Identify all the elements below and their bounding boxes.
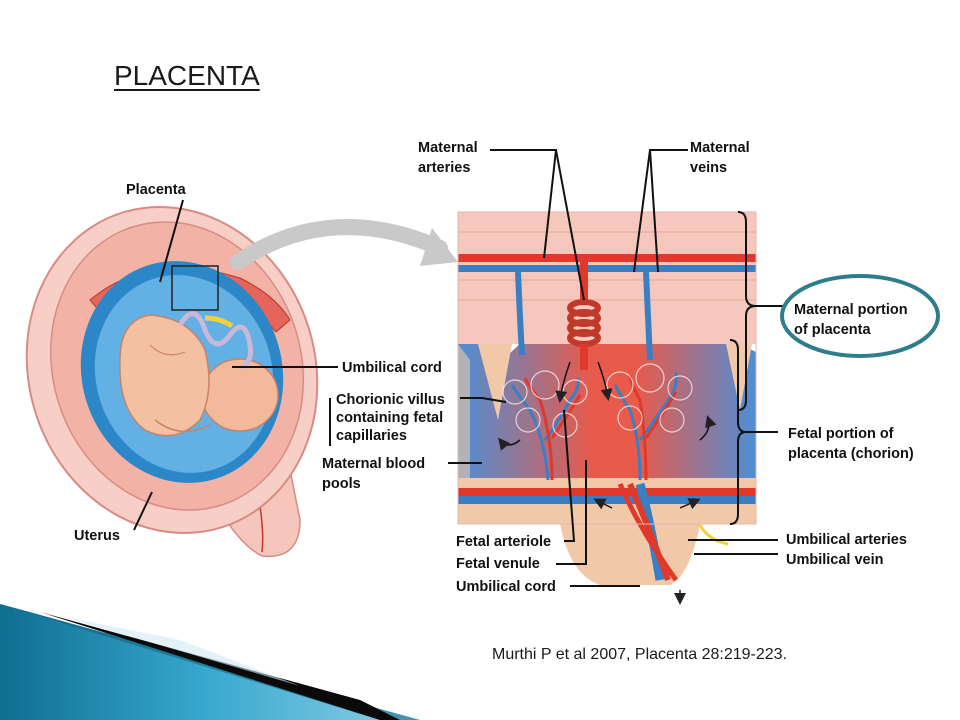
label-chorionic-villus-2: containing fetal (336, 410, 443, 426)
label-uterus: Uterus (74, 528, 120, 544)
label-umbilical-arteries: Umbilical arteries (786, 532, 907, 548)
label-chorionic-villus-1: Chorionic villus (336, 392, 445, 408)
citation: Murthi P et al 2007, Placenta 28:219-223… (492, 646, 788, 663)
zoom-arrow (230, 219, 448, 270)
leader-lines (133, 149, 784, 587)
label-maternal-arteries-2: arteries (418, 160, 470, 176)
label-maternal-blood-1: Maternal blood (322, 456, 425, 472)
uterus-illustration (25, 205, 319, 558)
label-umbilical-cord-left: Umbilical cord (342, 360, 442, 376)
label-maternal-arteries-1: Maternal (418, 140, 478, 156)
label-umbilical-vein: Umbilical vein (786, 552, 884, 568)
label-maternal-blood-2: pools (322, 476, 361, 492)
label-maternal-veins-2: veins (690, 160, 727, 176)
maternal-portion-highlight (780, 274, 940, 358)
page-title: PLACENTA (114, 60, 260, 91)
label-chorionic-villus-3: capillaries (336, 428, 407, 444)
slide-decoration (0, 604, 420, 720)
label-maternal-veins-1: Maternal (690, 140, 750, 156)
label-fetal-portion-2: placenta (chorion) (788, 446, 914, 462)
label-maternal-portion-1: Maternal portion (794, 302, 908, 318)
label-maternal-portion-2: of placenta (794, 322, 871, 338)
label-placenta: Placenta (126, 182, 187, 198)
label-fetal-venule: Fetal venule (456, 556, 540, 572)
label-fetal-arteriole: Fetal arteriole (456, 534, 551, 550)
label-fetal-portion-1: Fetal portion of (788, 426, 894, 442)
label-umbilical-cord-bottom: Umbilical cord (456, 579, 556, 595)
placenta-cross-section (457, 211, 757, 605)
